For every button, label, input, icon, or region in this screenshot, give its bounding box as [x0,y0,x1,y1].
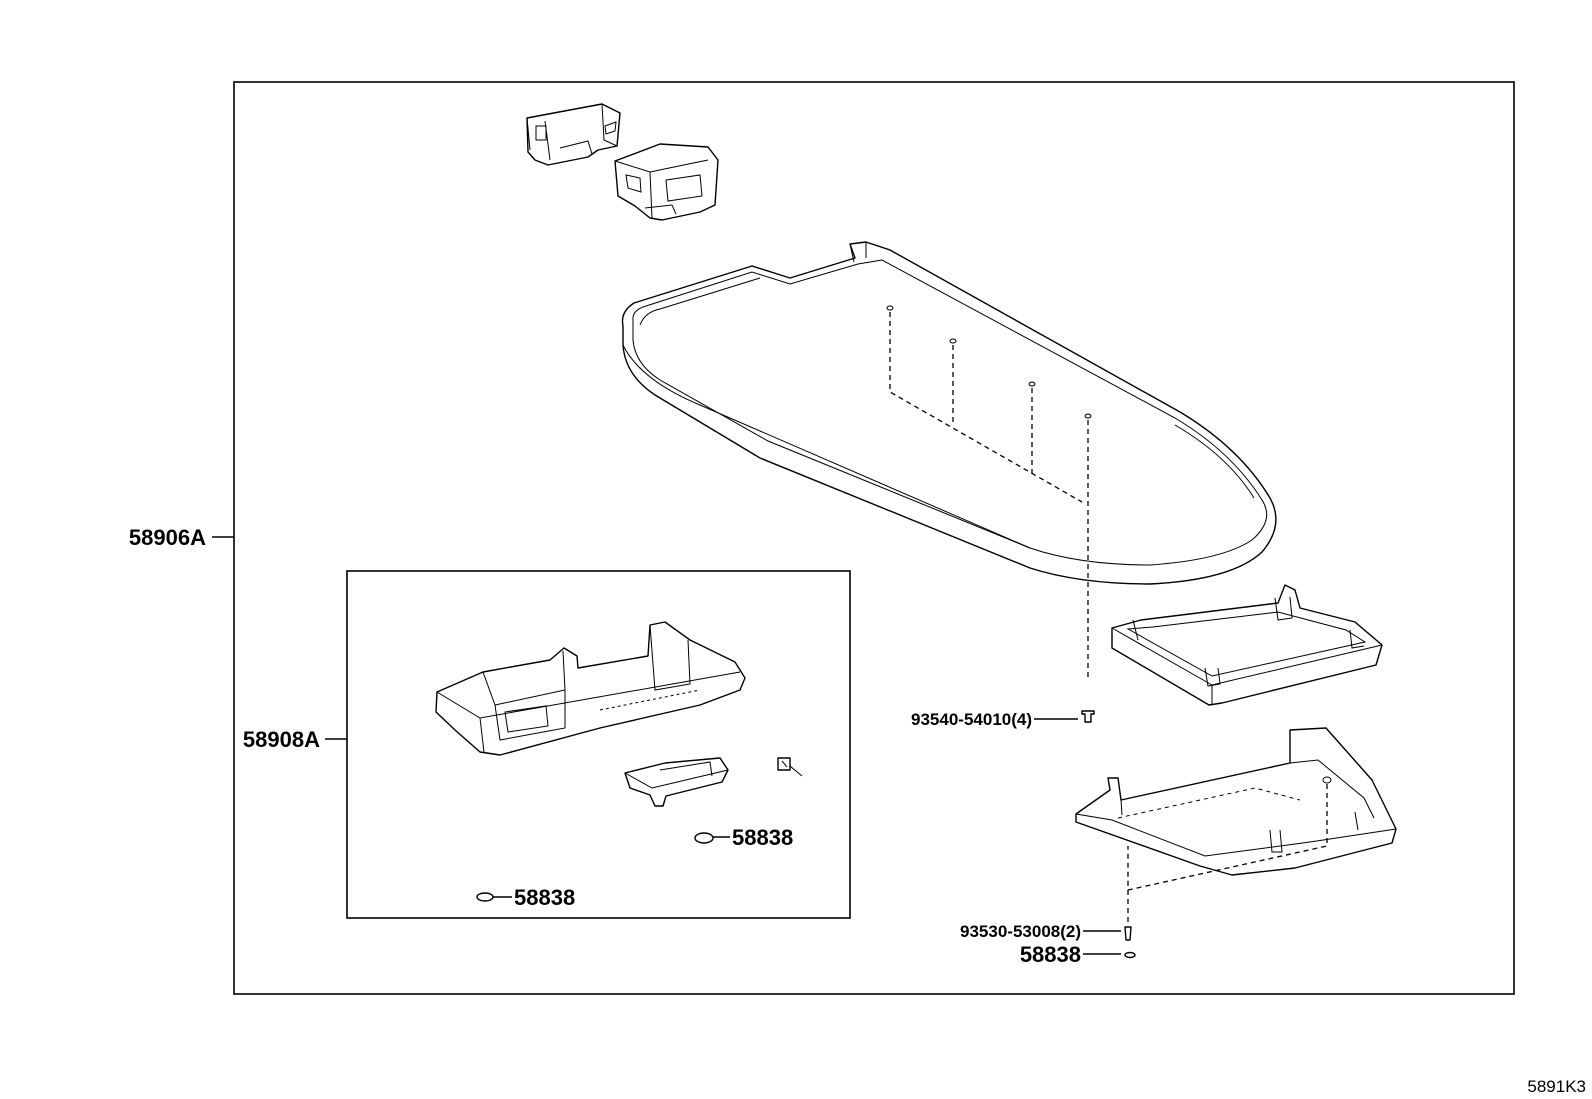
lower-base-part [1075,727,1397,876]
base-screw-part [1124,926,1132,941]
label-93540-54010: 93540-54010(4) [911,710,1032,729]
hinge-block-part [614,143,719,221]
lid-screw-guides [886,305,1092,680]
latch-bracket-part [526,103,621,166]
armrest-lid-part [621,241,1277,585]
label-58908A: 58908A [243,727,320,752]
base-screw-guides [1127,784,1328,925]
map-lamp-housing-part [435,621,746,756]
label-58838-inner-2: 58838 [514,885,575,910]
diagram-code: 5891K3 [1527,1077,1586,1096]
inner-tray-part [1111,584,1383,706]
base-clip-part [1124,951,1136,959]
inner-clip-1-part [694,832,714,844]
bulb-part [777,757,803,777]
label-58838-base: 58838 [1020,942,1081,967]
switch-knob-part [624,757,729,807]
label-93530-53008: 93530-53008(2) [960,922,1081,941]
label-58838-inner-1: 58838 [732,825,793,850]
sub-assembly-frame [346,570,851,919]
label-58906A: 58906A [129,525,206,550]
lid-screw-part [1081,710,1095,723]
outer-frame [233,81,1515,995]
leader-lines [212,536,1121,955]
inner-clip-2-part [476,892,494,902]
